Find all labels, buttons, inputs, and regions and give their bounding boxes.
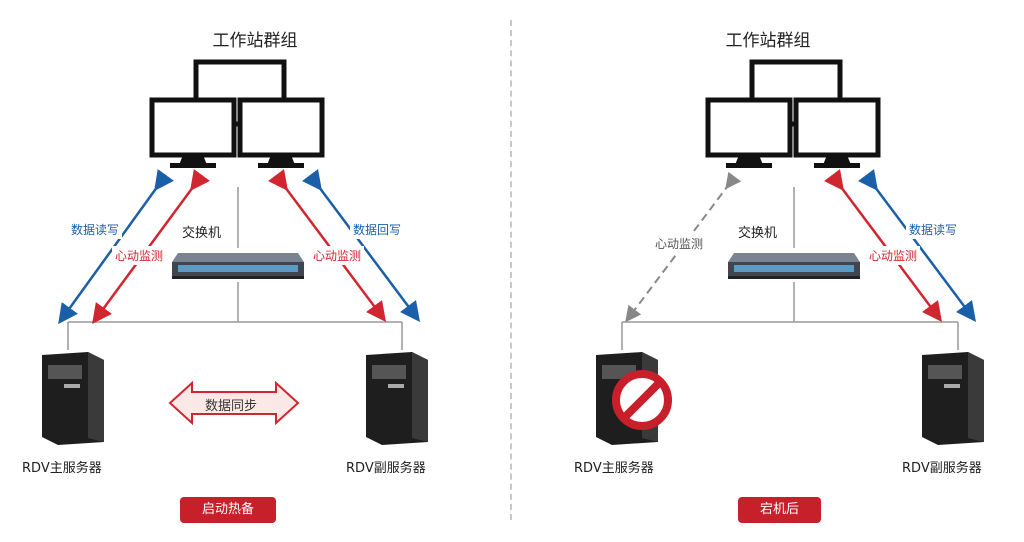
- panel-divider: [510, 20, 512, 520]
- switch-label: 交换机: [738, 226, 778, 241]
- arrow-label-heartbeat-lost: 心动监测: [652, 234, 707, 253]
- arrow-label-data-rw: 数据读写: [68, 220, 123, 239]
- panel-hot-standby: 工作站群组: [0, 0, 510, 542]
- left-diagram-art: [42, 59, 428, 445]
- arrow-label-heartbeat: 心动监测: [866, 246, 921, 265]
- status-badge: 启动热备: [180, 497, 277, 523]
- arrow-label-heartbeat: 心动监测: [310, 246, 365, 265]
- status-badge: 宕机后: [738, 497, 822, 523]
- monitor-icon: [237, 97, 325, 168]
- monitor-icon: [705, 97, 793, 168]
- primary-server-label: RDV主服务器: [574, 461, 654, 476]
- secondary-server-label: RDV副服务器: [902, 461, 982, 476]
- workstation-group-title: 工作站群组: [725, 31, 811, 51]
- switch-label: 交换机: [182, 226, 222, 241]
- arrow-label-data-rw: 数据读写: [906, 220, 961, 239]
- workstation-group-title: 工作站群组: [212, 31, 298, 51]
- arrow-label-heartbeat: 心动监测: [112, 246, 167, 265]
- arrow-label-data-writeback: 数据回写: [350, 220, 405, 239]
- panel-after-failure: 工作站群组: [512, 0, 1024, 542]
- right-diagram-art: [596, 59, 984, 445]
- prohibited-icon: [612, 370, 672, 430]
- monitor-icon: [149, 97, 237, 168]
- tower-server-icon: [366, 352, 428, 445]
- network-switch-icon: [172, 253, 304, 279]
- monitor-icon: [793, 97, 881, 168]
- primary-server-label: RDV主服务器: [22, 461, 102, 476]
- tower-server-icon: [922, 352, 984, 445]
- tower-server-icon: [42, 352, 104, 445]
- network-switch-icon: [728, 253, 860, 279]
- data-sync-label: 数据同步: [205, 399, 258, 414]
- secondary-server-label: RDV副服务器: [346, 461, 426, 476]
- data-sync-arrow: [168, 380, 300, 426]
